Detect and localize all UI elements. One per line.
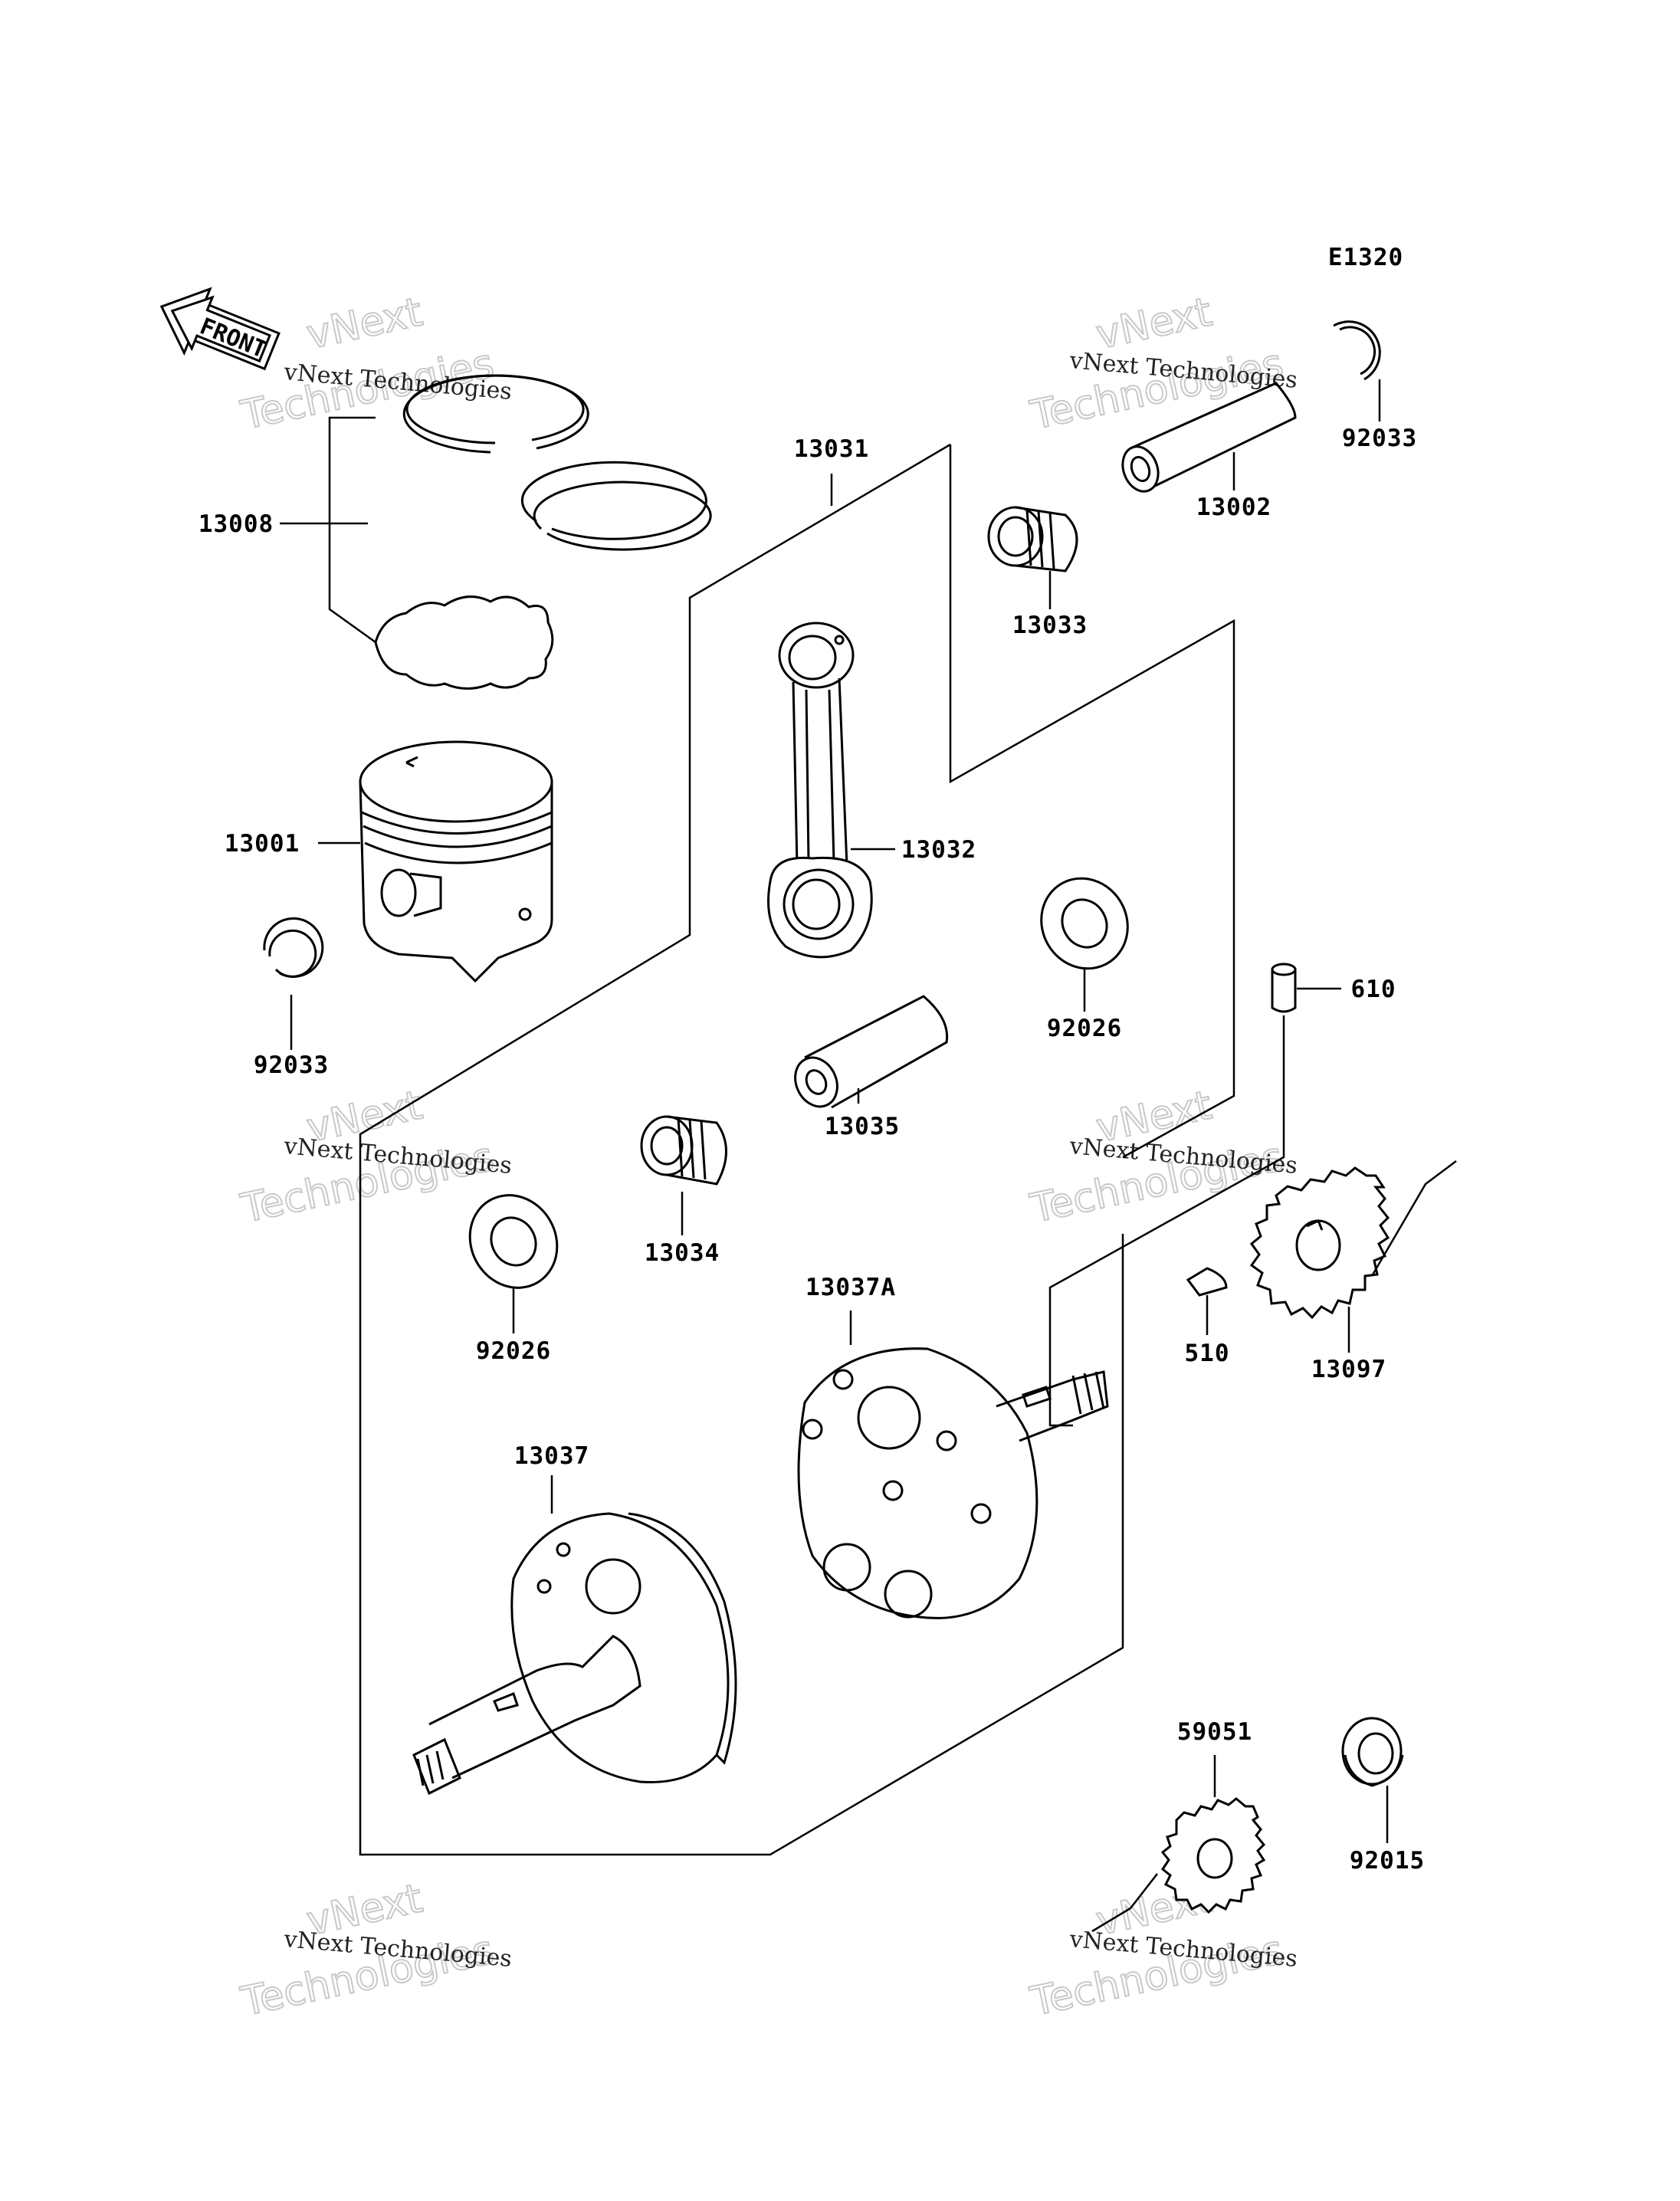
crankshaft-half-left — [412, 1512, 737, 1796]
label-510: 510 — [1185, 1340, 1230, 1367]
needle-bearing-lower — [640, 1115, 727, 1186]
label-13033: 13033 — [1012, 612, 1088, 639]
label-13035: 13035 — [825, 1113, 900, 1140]
assembly-bracket-right — [949, 444, 1235, 1159]
label-13037A: 13037A — [806, 1274, 896, 1301]
label-92033-left: 92033 — [254, 1051, 329, 1079]
piston — [359, 740, 553, 983]
watermark-middle-right: vNext Technologies vNext Technologies — [1025, 1081, 1298, 1232]
needle-bearing-upper — [987, 506, 1078, 572]
circlip-right — [1333, 320, 1381, 381]
label-13097: 13097 — [1311, 1356, 1386, 1383]
dowel-pin — [1271, 963, 1297, 1013]
label-92033-right: 92033 — [1342, 425, 1417, 452]
piston-ring-set — [374, 374, 712, 690]
label-92026-right: 92026 — [1047, 1015, 1122, 1042]
watermark-top-right: vNext Technologies vNext Technologies — [1025, 288, 1298, 439]
label-92015: 92015 — [1350, 1847, 1425, 1875]
primary-gear — [1249, 1166, 1390, 1320]
label-13008: 13008 — [199, 510, 274, 538]
balancer-drive-gear — [1160, 1797, 1266, 1914]
thrust-washer-left — [468, 1194, 559, 1289]
label-59051: 59051 — [1177, 1718, 1252, 1746]
watermark-line1: vNext — [303, 289, 426, 358]
label-610: 610 — [1351, 976, 1396, 1003]
label-13001: 13001 — [225, 830, 300, 858]
watermark-top-left: vNext Technologies vNext Technologies — [236, 288, 513, 439]
label-13037: 13037 — [514, 1442, 589, 1470]
label-92026-left: 92026 — [476, 1337, 551, 1365]
thrust-washer-right — [1040, 877, 1129, 970]
watermark-line1: vNext — [1092, 289, 1216, 358]
watermark-bottom-left: vNext Technologies vNext Technologies — [236, 1875, 513, 2026]
woodruff-key — [1186, 1267, 1228, 1297]
watermark-middle-left: vNext Technologies vNext Technologies — [236, 1081, 513, 1232]
crank-pin — [794, 995, 949, 1109]
assembly-bracket-13031 — [359, 443, 1124, 1856]
label-13002: 13002 — [1196, 494, 1271, 521]
watermark-bottom-right: vNext Technologies vNext Technologies — [1025, 1875, 1298, 2026]
flange-nut — [1341, 1717, 1404, 1787]
piston-pin — [1121, 382, 1297, 493]
label-13031: 13031 — [794, 435, 869, 463]
label-13034: 13034 — [645, 1239, 720, 1267]
label-13032: 13032 — [901, 836, 976, 864]
diagram-code: E1320 — [1328, 244, 1403, 271]
front-arrow-icon: FRONT — [159, 287, 281, 371]
connecting-rod — [767, 622, 873, 959]
crankshaft-half-right — [797, 1347, 1109, 1619]
